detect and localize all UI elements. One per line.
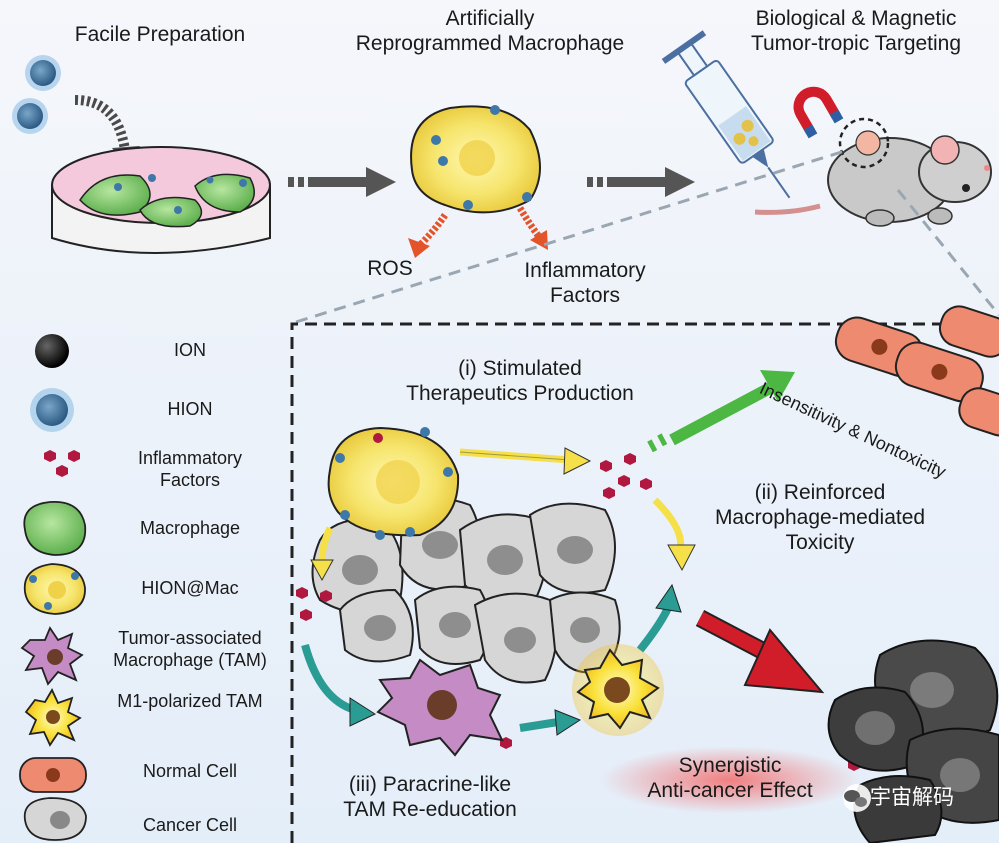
magnet-icon: [793, 86, 844, 139]
paracrine-line1: (iii) Paracrine-like: [348, 773, 512, 796]
hion-particle-1: [25, 55, 61, 91]
paracrine-line2: TAM Re-education: [343, 798, 517, 822]
arrow-factors-to-toxicity: [652, 497, 696, 572]
legend-cancer-label: Cancer Cell: [142, 815, 238, 835]
arrow-tam-to-m1: [519, 709, 582, 736]
curved-arrow-icon: [74, 95, 130, 151]
mouse-icon: [754, 117, 992, 227]
syringe-icon: [661, 30, 791, 199]
petri-dish: [51, 146, 271, 254]
inflammatory-line1: Inflammatory: [524, 259, 646, 282]
m1-tam-icon: [24, 688, 82, 747]
legend-hion-label: HION: [167, 399, 213, 419]
stimulated-line1: (i) Stimulated: [458, 357, 582, 380]
arrow-m1-to-toxicity: [636, 583, 682, 653]
ion-icon: [35, 334, 69, 368]
stage-reprogram-line1: Artificially: [445, 7, 535, 30]
inflammatory-line2: Factors: [549, 284, 620, 308]
paracrine-label: (iii) Paracrine-like TAM Re-education: [300, 772, 560, 822]
synergy-line2: Anti-cancer Effect: [647, 779, 813, 803]
normal-cell-icon: [19, 757, 87, 793]
legend-macrophage-label: Macrophage: [139, 518, 241, 538]
cancer-cell-icon: [23, 797, 87, 841]
arrow-mac-to-factors: [459, 447, 592, 475]
legend-m1-label: M1-polarized TAM: [117, 691, 263, 711]
reinforced-line1: (ii) Reinforced: [754, 481, 886, 504]
dead-cancer-cluster: [827, 639, 999, 843]
arrow-to-inflammatory: [516, 206, 548, 250]
stimulated-line2: Therapeutics Production: [406, 382, 634, 406]
inflammatory-factors-icon: [44, 450, 80, 477]
legend-hion-mac-label: HION@Mac: [141, 578, 239, 598]
stimulated-label: (i) Stimulated Therapeutics Production: [365, 356, 675, 406]
legend-ion-label: ION: [173, 340, 206, 360]
synergy-label: Synergistic Anti-cancer Effect: [620, 753, 840, 803]
arrow-to-dead-cancer: [695, 610, 825, 694]
macrophage-icon: [23, 501, 87, 556]
arrow-to-normal-cells: [647, 370, 795, 453]
m1-tam-cell-inner: [572, 644, 664, 736]
synergy-line1: Synergistic: [678, 754, 782, 777]
reinforced-label: (ii) Reinforced Macrophage-mediated Toxi…: [680, 480, 960, 556]
arrow-prep-to-reprogram: [288, 167, 396, 197]
cancer-cell-cluster: [311, 498, 621, 684]
zoom-line-right: [896, 189, 999, 316]
legend-inflammatory-label: Inflammatory Factors: [137, 448, 243, 490]
watermark-text: 宇宙解码: [870, 786, 954, 809]
stage-reprogram-line2: Reprogrammed Macrophage: [355, 32, 625, 56]
legend-icons: [19, 334, 87, 841]
zoom-box: [290, 322, 999, 843]
hion-mac-icon: [23, 563, 86, 615]
synergy-glow: [600, 746, 860, 814]
ros-label: ROS: [367, 257, 413, 280]
hion-particle-2: [12, 98, 48, 134]
legend-normal-label: Normal Cell: [142, 761, 238, 781]
stage-prep-label: Facile Preparation: [74, 23, 246, 46]
arrow-reprogram-to-targeting: [587, 167, 695, 197]
inflammatory-output-label: Inflammatory Factors: [500, 258, 670, 308]
stage-targeting-line2: Tumor-tropic Targeting: [750, 32, 962, 56]
hion-icon: [30, 388, 74, 432]
reinforced-line3: Toxicity: [785, 531, 855, 555]
wechat-icon: [843, 784, 871, 812]
stage-targeting-line1: Biological & Magnetic: [755, 7, 957, 30]
tam-icon: [20, 626, 84, 686]
hion-mac-cell-inner: [327, 426, 460, 540]
arrow-to-ros: [408, 213, 448, 258]
stage-reprogram-label: Artificially Reprogrammed Macrophage: [330, 6, 650, 56]
arrow-mac-to-cancer: [310, 526, 334, 582]
tam-cell-inner: [376, 658, 504, 757]
reinforced-line2: Macrophage-mediated: [714, 506, 926, 530]
stage-targeting-label: Biological & Magnetic Tumor-tropic Targe…: [720, 6, 992, 56]
arrow-to-tam: [301, 643, 377, 727]
zoom-line-left: [295, 148, 849, 324]
normal-cells-cluster: [834, 305, 999, 437]
hion-mac-cell-top: [410, 105, 541, 214]
legend-tam-label: Tumor-associated Macrophage (TAM): [113, 628, 267, 670]
